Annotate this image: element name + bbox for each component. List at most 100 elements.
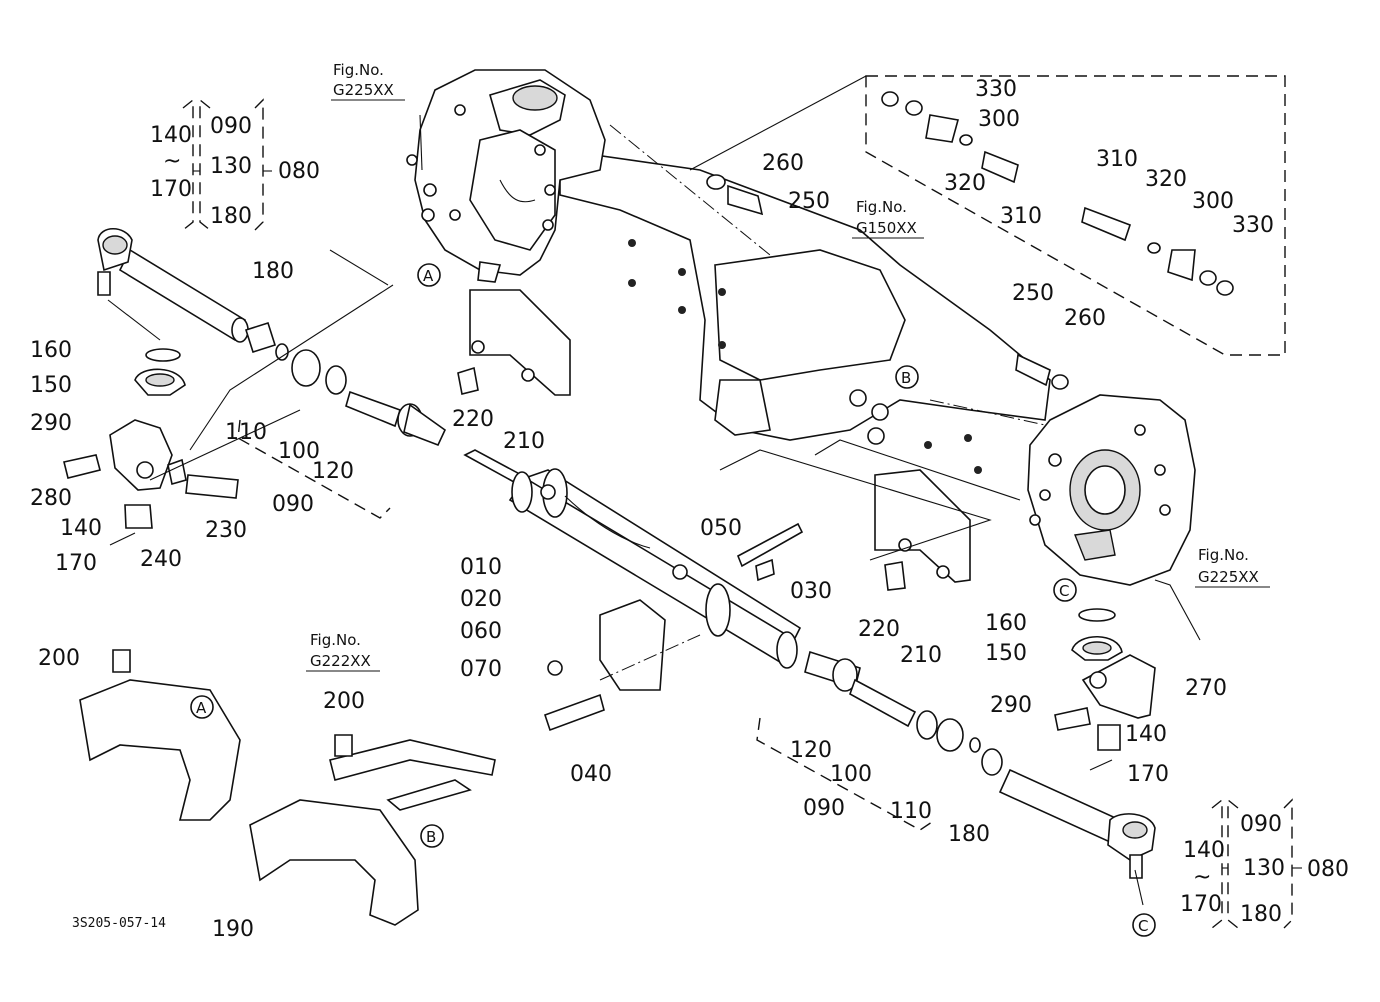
- part-number-label: 230: [205, 518, 247, 543]
- part-number-label: 170: [150, 177, 192, 202]
- part-number-label: 090: [210, 114, 252, 139]
- part-number-label: 080: [1307, 857, 1349, 882]
- right-tie-rod: [998, 768, 1156, 879]
- part-number-label: 170: [1180, 892, 1222, 917]
- marker-a: A: [423, 267, 434, 285]
- part-number-label: 220: [452, 407, 494, 432]
- part-number-label: 170: [55, 551, 97, 576]
- steering-cylinder: [463, 449, 802, 669]
- part-number-label: 290: [30, 411, 72, 436]
- right-rod-assembly: [804, 650, 1003, 776]
- part-number-label: 330: [975, 77, 1017, 102]
- marker-b: B: [426, 828, 436, 846]
- part-number-label: 310: [1000, 204, 1042, 229]
- axle-housing: [559, 149, 1051, 474]
- part-number-label: 170: [1127, 762, 1169, 787]
- guards: [79, 649, 496, 926]
- assembly-brackets: [182, 98, 1302, 929]
- part-number-label: 260: [762, 151, 804, 176]
- part-number-label: 200: [323, 689, 365, 714]
- marker-c: C: [1059, 582, 1069, 600]
- part-number-label: ~: [163, 149, 181, 174]
- part-number-label: 260: [1064, 306, 1106, 331]
- left-gear-case: [406, 69, 606, 283]
- part-number-label: 220: [858, 617, 900, 642]
- fig-ref-prefix: Fig.No.: [856, 198, 907, 216]
- part-number-label: 070: [460, 657, 502, 682]
- part-labels: 140~170090130180080180160150290280140170…: [30, 77, 1349, 942]
- drawing-code: 3S205-057-14: [72, 916, 166, 931]
- part-number-label: 250: [788, 189, 830, 214]
- part-number-label: 300: [1192, 189, 1234, 214]
- part-number-label: ~: [1193, 865, 1211, 890]
- part-number-label: 100: [278, 439, 320, 464]
- part-number-label: 210: [503, 429, 545, 454]
- part-number-label: 130: [1243, 856, 1285, 881]
- fig-ref-prefix: Fig.No.: [310, 631, 361, 649]
- fig-ref-code: G225XX: [333, 81, 394, 99]
- part-number-label: 150: [30, 373, 72, 398]
- part-number-label: 290: [990, 693, 1032, 718]
- part-number-label: 310: [1096, 147, 1138, 172]
- part-number-label: 140: [150, 123, 192, 148]
- part-number-label: 200: [38, 646, 80, 671]
- part-number-label: 270: [1185, 676, 1227, 701]
- left-knuckle-arm: [63, 348, 239, 546]
- figure-references: Fig.No. G225XX Fig.No. G150XX Fig.No. G2…: [306, 61, 1270, 672]
- part-number-label: 040: [570, 762, 612, 787]
- part-number-label: 140: [60, 516, 102, 541]
- part-number-label: 180: [948, 822, 990, 847]
- fig-ref-prefix: Fig.No.: [1198, 546, 1249, 564]
- part-number-label: 250: [1012, 281, 1054, 306]
- hardware-top: [706, 91, 1234, 390]
- right-bracket: [874, 469, 971, 591]
- part-number-label: 300: [978, 107, 1020, 132]
- fig-ref-code: G222XX: [310, 652, 371, 670]
- fig-ref-code: G225XX: [1198, 568, 1259, 586]
- part-number-label: 050: [700, 516, 742, 541]
- part-number-label: 080: [278, 159, 320, 184]
- part-number-label: 120: [790, 738, 832, 763]
- part-number-label: 120: [312, 459, 354, 484]
- part-number-label: 240: [140, 547, 182, 572]
- part-number-label: 280: [30, 486, 72, 511]
- part-number-label: 010: [460, 555, 502, 580]
- part-number-label: 090: [272, 492, 314, 517]
- part-number-label: 180: [210, 204, 252, 229]
- part-number-label: 110: [225, 420, 267, 445]
- part-number-label: 180: [252, 259, 294, 284]
- reference-markers: A A B B C C: [190, 263, 1156, 937]
- part-number-label: 330: [1232, 213, 1274, 238]
- left-rod-assembly: [275, 343, 447, 447]
- left-tie-rod: [97, 227, 277, 354]
- fig-ref-code: G150XX: [856, 219, 917, 237]
- right-gear-case: [1027, 394, 1196, 586]
- part-number-label: 180: [1240, 902, 1282, 927]
- part-number-label: 140: [1125, 722, 1167, 747]
- part-number-label: 130: [210, 154, 252, 179]
- leader-lines: [107, 75, 1286, 906]
- part-number-label: 150: [985, 641, 1027, 666]
- marker-b: B: [901, 369, 911, 387]
- part-number-label: 210: [900, 643, 942, 668]
- part-number-label: 140: [1183, 838, 1225, 863]
- clamp-and-bolts: [543, 522, 804, 732]
- part-number-label: 320: [944, 171, 986, 196]
- marker-a: A: [196, 699, 207, 717]
- marker-c: C: [1138, 917, 1148, 935]
- part-number-label: 190: [212, 917, 254, 942]
- part-number-label: 100: [830, 762, 872, 787]
- part-number-label: 110: [890, 799, 932, 824]
- right-knuckle-arm: [1054, 608, 1156, 771]
- part-number-label: 160: [985, 611, 1027, 636]
- part-number-label: 320: [1145, 167, 1187, 192]
- part-number-label: 030: [790, 579, 832, 604]
- part-number-label: 090: [803, 796, 845, 821]
- fig-ref-prefix: Fig.No.: [333, 61, 384, 79]
- part-number-label: 090: [1240, 812, 1282, 837]
- part-number-label: 160: [30, 338, 72, 363]
- left-bracket: [457, 289, 571, 396]
- part-number-label: 060: [460, 619, 502, 644]
- part-number-label: 020: [460, 587, 502, 612]
